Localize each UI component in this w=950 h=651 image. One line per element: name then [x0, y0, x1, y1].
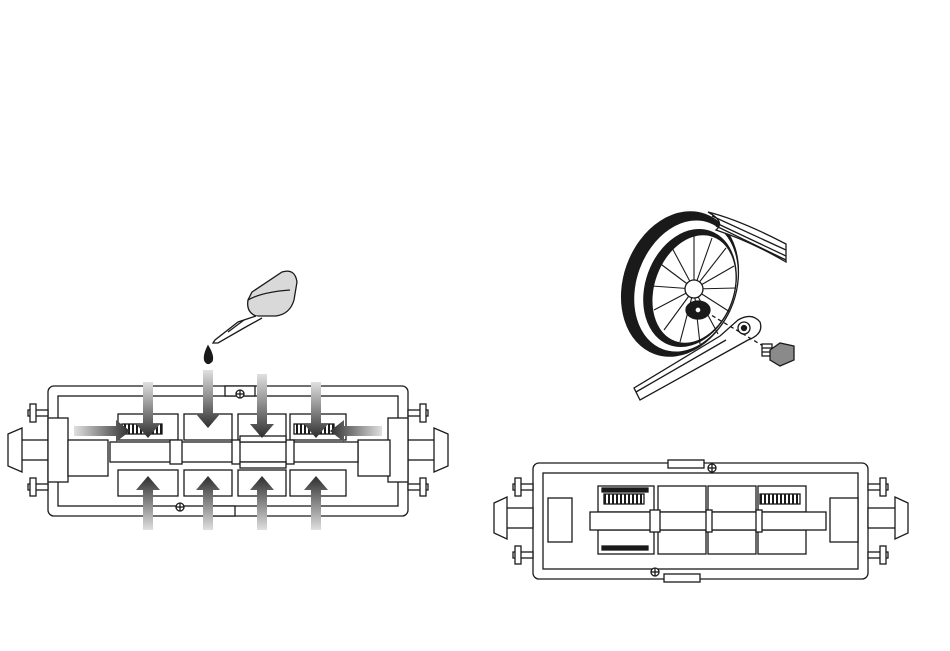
oil-drop-icon: [204, 346, 212, 364]
right-coupler: [388, 404, 448, 496]
screw-icon: [762, 343, 794, 366]
oil-bottle-icon: [213, 271, 297, 343]
left-coupler: [8, 404, 68, 496]
lubrication-figure: [8, 271, 448, 530]
traction-tire-figure: [494, 195, 908, 582]
